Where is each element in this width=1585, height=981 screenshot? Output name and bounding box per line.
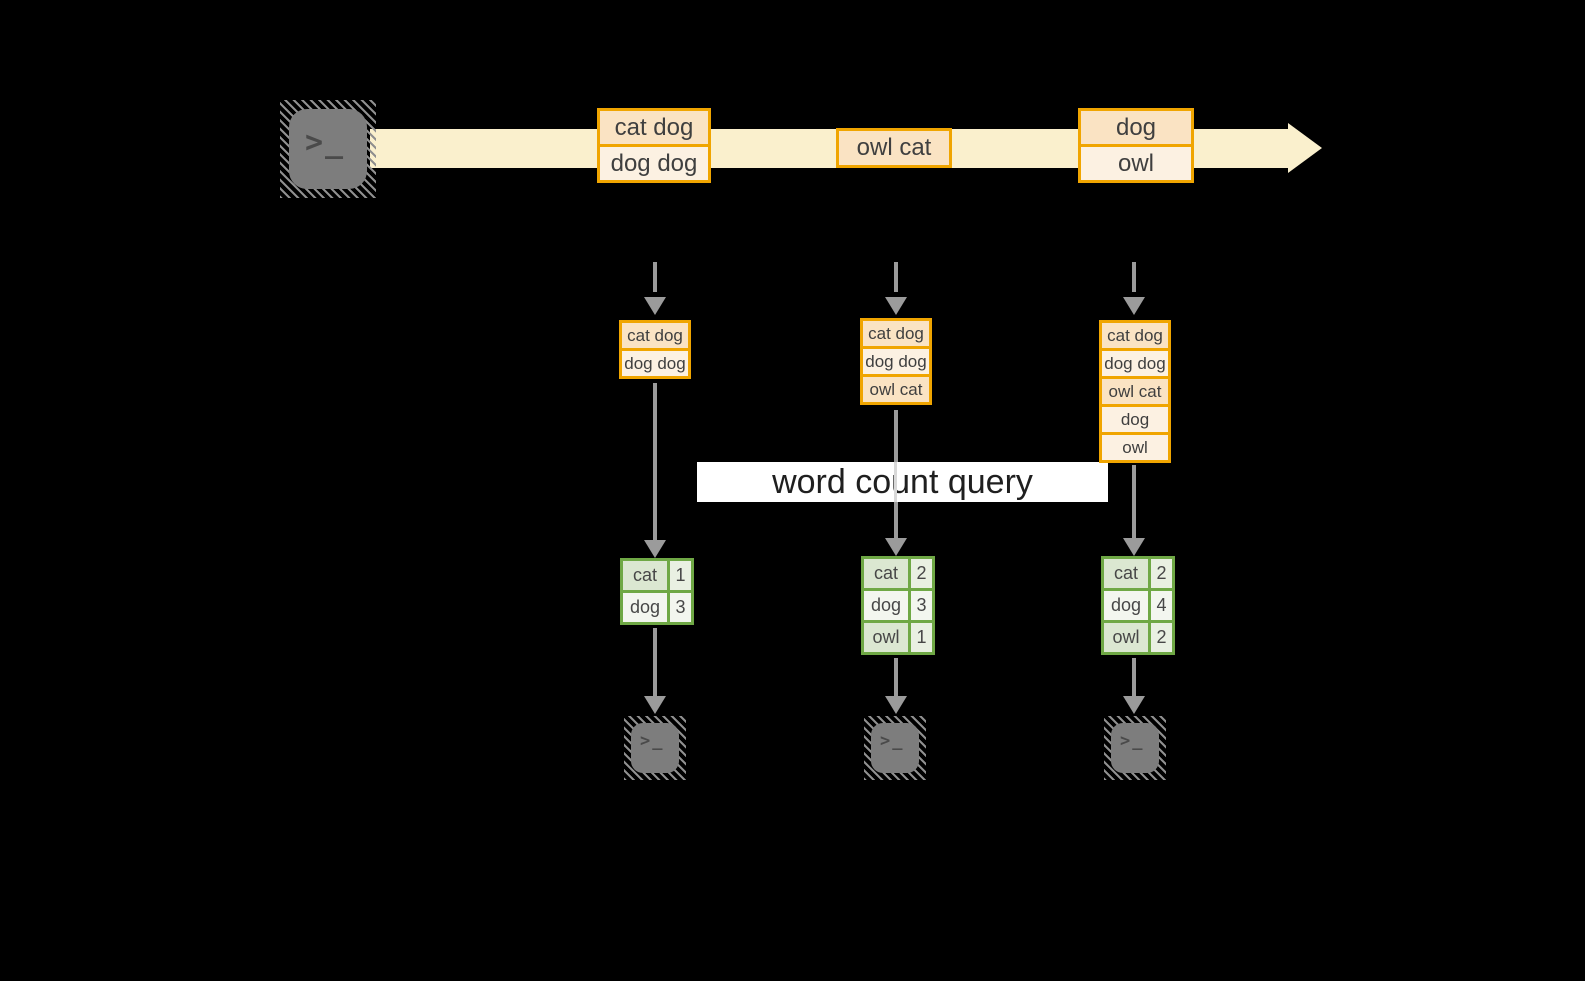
count-value: 3 [670, 593, 691, 622]
count-value: 2 [1151, 559, 1172, 588]
buffer-cell: owl cat [860, 374, 932, 405]
output-arrow-head-icon [885, 696, 907, 714]
terminal-screen: >_ [289, 109, 367, 189]
count-value: 4 [1151, 591, 1172, 620]
count-value: 1 [670, 561, 691, 590]
count-word: dog [864, 591, 908, 620]
count-word: cat [864, 559, 908, 588]
buffer-cell: dog dog [860, 346, 932, 377]
message-cell: dog dog [597, 144, 711, 183]
message-cell: dog [1078, 108, 1194, 147]
count-value: 2 [911, 559, 932, 588]
dashed-arrow-head-icon [1123, 297, 1145, 315]
query-label: word count query [772, 462, 1033, 501]
count-table-3: cat 2 dog 4 owl 2 [1101, 556, 1175, 655]
buffer-stack-1: cat dog dog dog [619, 320, 691, 379]
output-arrow-line [894, 658, 898, 696]
query-arrow-line [653, 383, 657, 540]
stream-message-2: owl cat [836, 128, 952, 168]
output-arrow-line [1132, 658, 1136, 696]
count-value: 3 [911, 591, 932, 620]
buffer-cell: dog dog [619, 348, 691, 379]
query-label-band: word count query [697, 462, 1108, 502]
count-word: dog [1104, 591, 1148, 620]
terminal-prompt-icon: >_ [305, 125, 346, 160]
source-terminal-icon: >_ [280, 100, 376, 198]
count-word: dog [623, 593, 667, 622]
output-arrow-head-icon [1123, 696, 1145, 714]
message-cell: owl cat [836, 128, 952, 168]
terminal-prompt-icon: >_ [880, 731, 905, 751]
count-word: owl [1104, 623, 1148, 652]
dashed-arrow-line [894, 262, 898, 292]
sink-terminal-icon-2: >_ [864, 716, 926, 780]
query-arrow-head-icon [644, 540, 666, 558]
buffer-stack-3: cat dog dog dog owl cat dog owl [1099, 320, 1171, 463]
buffer-stack-2: cat dog dog dog owl cat [860, 318, 932, 405]
count-table-2: cat 2 dog 3 owl 1 [861, 556, 935, 655]
buffer-cell: cat dog [1099, 320, 1171, 351]
query-arrow-head-icon [885, 538, 907, 556]
count-value: 1 [911, 623, 932, 652]
count-word: cat [1104, 559, 1148, 588]
message-cell: cat dog [597, 108, 711, 147]
count-table-1: cat 1 dog 3 [620, 558, 694, 625]
buffer-cell: owl [1099, 432, 1171, 463]
output-arrow-head-icon [644, 696, 666, 714]
count-word: owl [864, 623, 908, 652]
query-arrow-line [1132, 465, 1136, 538]
query-arrow-head-icon [1123, 538, 1145, 556]
buffer-cell: dog dog [1099, 348, 1171, 379]
terminal-prompt-icon: >_ [640, 731, 665, 751]
arrow-through-band [894, 462, 897, 502]
stream-message-3: dog owl [1078, 108, 1194, 183]
buffer-cell: dog [1099, 404, 1171, 435]
terminal-screen: >_ [631, 723, 679, 773]
buffer-cell: owl cat [1099, 376, 1171, 407]
buffer-cell: cat dog [619, 320, 691, 351]
terminal-screen: >_ [871, 723, 919, 773]
count-word: cat [623, 561, 667, 590]
terminal-screen: >_ [1111, 723, 1159, 773]
stream-message-1: cat dog dog dog [597, 108, 711, 183]
count-value: 2 [1151, 623, 1172, 652]
dashed-arrow-line [1132, 262, 1136, 292]
dashed-arrow-line [653, 262, 657, 292]
sink-terminal-icon-3: >_ [1104, 716, 1166, 780]
message-cell: owl [1078, 144, 1194, 183]
dashed-arrow-head-icon [644, 297, 666, 315]
terminal-prompt-icon: >_ [1120, 731, 1145, 751]
dashed-arrow-head-icon [885, 297, 907, 315]
stream-arrowhead-icon [1288, 123, 1322, 173]
sink-terminal-icon-1: >_ [624, 716, 686, 780]
output-arrow-line [653, 628, 657, 696]
buffer-cell: cat dog [860, 318, 932, 349]
